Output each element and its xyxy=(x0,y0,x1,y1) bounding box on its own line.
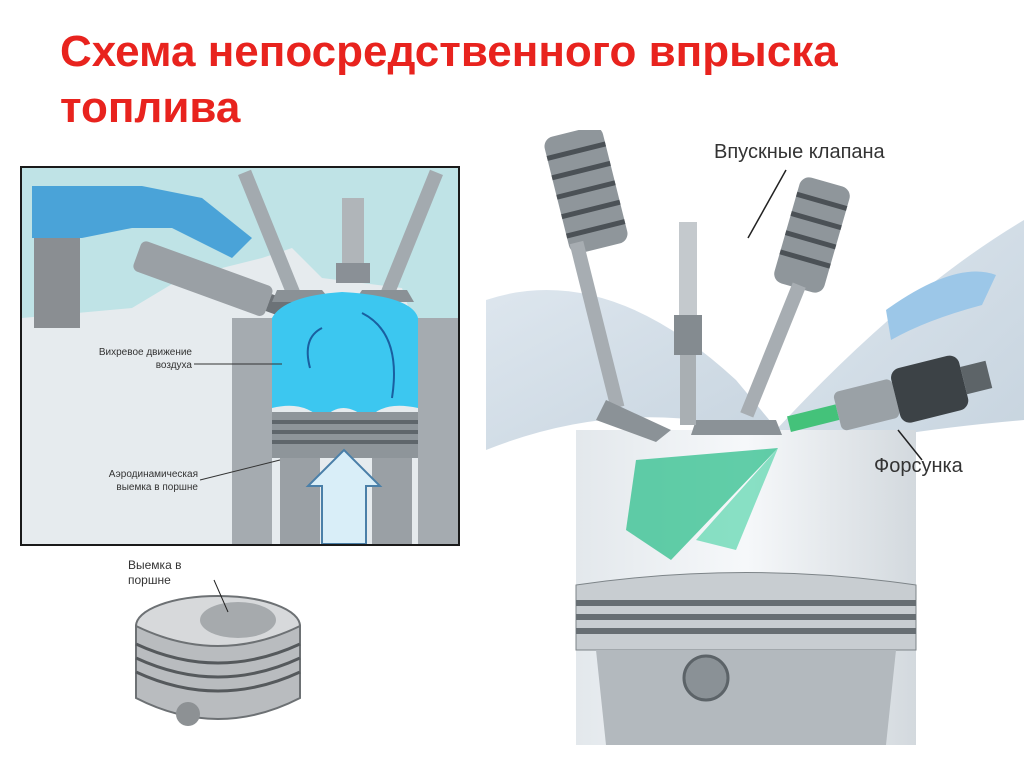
slide-title: Схема непосредственного впрыска топлива xyxy=(60,24,960,136)
title-line-2: топлива xyxy=(60,83,241,132)
piston-photo: Выемка в поршне xyxy=(128,548,308,740)
engine-cylinder-render: Впускные клапана Форсунка xyxy=(486,130,1024,745)
bowl-leader-line xyxy=(199,459,281,481)
fuel-spray xyxy=(626,448,778,560)
photo-label-line-2: поршне xyxy=(128,573,171,587)
intake-valves-leader xyxy=(747,169,787,239)
intake-port-left xyxy=(486,290,786,450)
piston-render xyxy=(575,572,917,745)
swirl-label-line-1: Вихревое движение xyxy=(98,347,192,358)
swirl-arrow-right xyxy=(361,312,395,399)
intake-valve-right xyxy=(691,177,850,435)
bowl-label-line-1: Аэродинамическая xyxy=(108,469,198,480)
cylinder-wall-left xyxy=(232,318,272,544)
air-swirl-chamber xyxy=(272,292,418,420)
piston-bowl-photo-label: Выемка в поршне xyxy=(128,558,181,588)
injector-leader xyxy=(897,429,923,461)
piston-bowl xyxy=(200,602,276,638)
piston xyxy=(272,412,418,544)
spark-plug-render xyxy=(674,222,702,425)
cutaway-drawing xyxy=(22,168,458,544)
bowl-label-line-2: выемка в поршне xyxy=(116,482,198,493)
photo-label-line-1: Выемка в xyxy=(128,558,182,572)
intake-port xyxy=(32,186,252,258)
cylinder-wall-right xyxy=(418,318,458,544)
fuel-injector xyxy=(787,355,993,432)
intake-valves-label: Впускные клапана xyxy=(714,141,885,163)
spark-plug xyxy=(336,198,370,283)
intake-manifold-block xyxy=(34,238,80,328)
cylinder-cutaway-diagram: Вихревое движение воздуха Аэродинамическ… xyxy=(20,166,460,546)
swirl-label: Вихревое движение воздуха xyxy=(60,346,192,372)
air-flow-arrow xyxy=(305,448,383,544)
title-line-1: Схема непосредственного впрыска xyxy=(60,27,838,76)
injector-label: Форсунка xyxy=(874,455,963,477)
intake-valve-left xyxy=(544,130,671,442)
engine-render-drawing xyxy=(486,130,1024,745)
port-highlight xyxy=(886,271,996,340)
swirl-arrow-left xyxy=(306,327,323,369)
swirl-label-line-2: воздуха xyxy=(155,360,192,371)
piston-bowl-label: Аэродинамическая выемка в поршне xyxy=(60,468,198,494)
piston-photo-drawing xyxy=(135,579,301,726)
